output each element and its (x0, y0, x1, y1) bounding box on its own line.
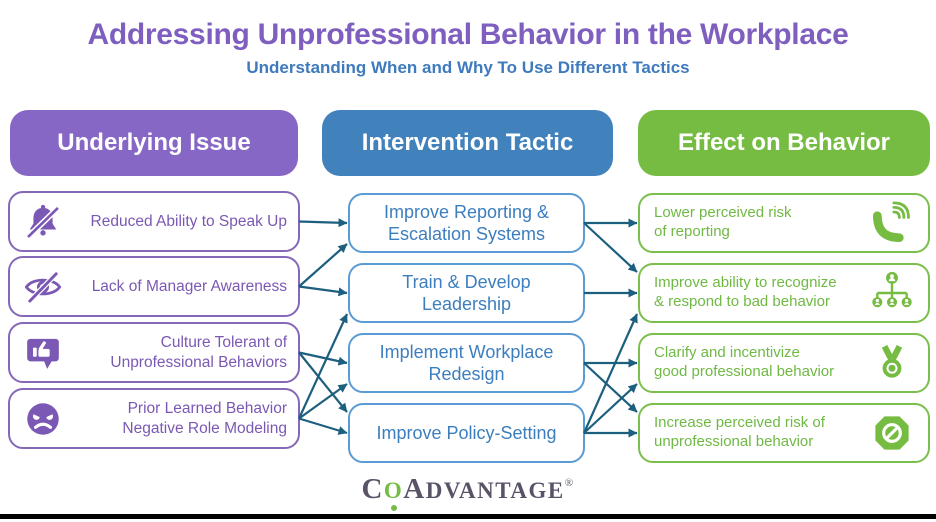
angry-face-icon (18, 398, 68, 440)
no-sign-icon (864, 412, 920, 454)
tactic-label: Train & Develop Leadership (402, 271, 531, 315)
logo-letters-rest: DVANTAGE (425, 478, 565, 503)
effect-card-recognize-respond: Improve ability to recognize & respond t… (638, 263, 930, 323)
bottom-border-bar (0, 514, 936, 519)
ringing-phone-icon (864, 201, 920, 245)
header-underlying-issue: Underlying Issue (10, 110, 298, 176)
eye-slash-icon (18, 266, 68, 308)
medal-icon (864, 342, 920, 384)
issue-card-reduced-ability: Reduced Ability to Speak Up (8, 191, 300, 252)
effect-card-increase-risk-unprofessional: Increase perceived risk of unprofessiona… (638, 403, 930, 463)
logo-letter-a: A (403, 473, 426, 505)
issue-label: Prior Learned Behavior Negative Role Mod… (122, 400, 287, 437)
tactic-card-improve-reporting: Improve Reporting & Escalation Systems (348, 193, 585, 253)
effect-label: Improve ability to recognize & respond t… (654, 274, 837, 310)
issue-card-prior-learned-behavior: Prior Learned Behavior Negative Role Mod… (8, 388, 300, 449)
tactic-card-policy-setting: Improve Policy-Setting (348, 403, 585, 463)
issue-label: Culture Tolerant of Unprofessional Behav… (110, 334, 287, 371)
logo-letter-c: C (361, 473, 384, 505)
thumbs-up-bubble-icon (18, 333, 68, 373)
page-subtitle: Understanding When and Why To Use Differ… (246, 58, 690, 77)
issue-card-lack-of-awareness: Lack of Manager Awareness (8, 256, 300, 317)
effect-card-lower-risk-reporting: Lower perceived risk of reporting (638, 193, 930, 253)
header-effect-on-behavior: Effect on Behavior (638, 110, 930, 176)
effect-label: Clarify and incentivize good professiona… (654, 344, 835, 380)
tactic-card-train-leadership: Train & Develop Leadership (348, 263, 585, 323)
logo-registered-mark: ® (564, 477, 575, 489)
logo-letter-o-green: O (383, 478, 404, 503)
logo-coadvantage: COADVANTAGE® (0, 473, 936, 506)
issue-label: Reduced Ability to Speak Up (90, 212, 287, 230)
effect-label: Lower perceived risk of reporting (654, 204, 792, 240)
tactic-card-workplace-redesign: Implement Workplace Redesign (348, 333, 585, 393)
tactic-label: Improve Policy-Setting (376, 422, 557, 443)
effect-label: Increase perceived risk of unprofessiona… (654, 414, 825, 450)
effect-card-incentivize-good-behavior: Clarify and incentivize good professiona… (638, 333, 930, 393)
issue-card-tolerant-culture: Culture Tolerant of Unprofessional Behav… (8, 322, 300, 383)
header-intervention-tactic-label: Intervention Tactic (361, 129, 574, 156)
org-chart-icon (864, 271, 920, 315)
bell-slash-icon (18, 202, 68, 242)
issue-label: Lack of Manager Awareness (91, 277, 287, 295)
tactic-label: Improve Reporting & Escalation Systems (383, 201, 550, 245)
header-effect-on-behavior-label: Effect on Behavior (677, 129, 891, 156)
tactic-label: Implement Workplace Redesign (379, 341, 554, 385)
page-title: Addressing Unprofessional Behavior in th… (87, 18, 849, 51)
header-intervention-tactic: Intervention Tactic (322, 110, 613, 176)
header-underlying-issue-label: Underlying Issue (57, 129, 251, 156)
